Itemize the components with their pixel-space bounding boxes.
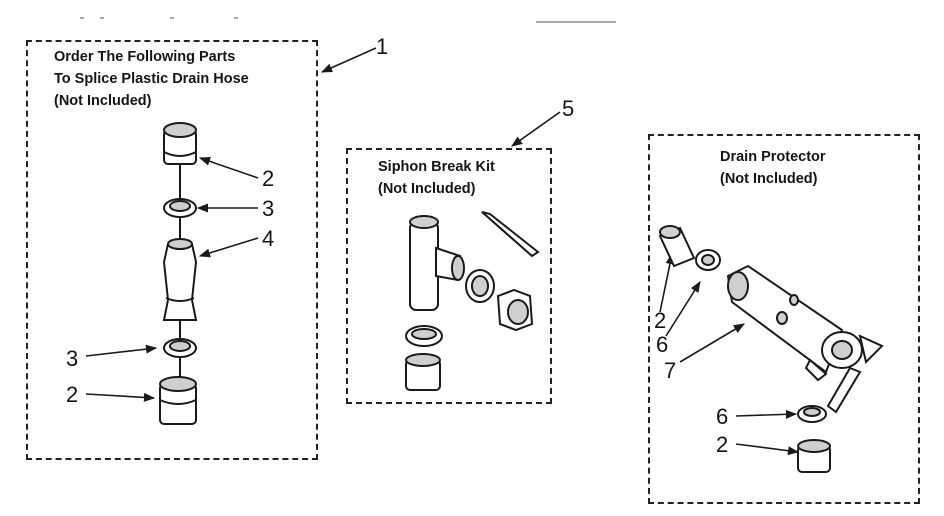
siphon-break-parts [405, 211, 540, 391]
splice-parts-title-line-2: To Splice Plastic Drain Hose [54, 71, 249, 87]
splice-parts-title-line-1: Order The Following Parts [54, 49, 236, 65]
drain-protector-title-line-1: Drain Protector [720, 149, 826, 165]
siphon-break-title-line-1: Siphon Break Kit [378, 159, 495, 175]
leader-3-bottom [85, 344, 158, 357]
leader-6-bottom [735, 409, 798, 419]
callout-3-top: 3 [262, 196, 275, 221]
drain-protector-panel [648, 134, 920, 504]
splice-parts-title-line-3: (Not Included) [54, 93, 152, 109]
callout-6-bottom: 6 [716, 404, 729, 429]
siphon-break-kit-panel [346, 148, 552, 404]
callout-2-top: 2 [262, 166, 275, 191]
ref-number-1: 1 [376, 34, 389, 59]
leader-ref-5 [511, 111, 561, 147]
callout-4: 4 [262, 226, 275, 251]
callout-3-bottom: 3 [66, 346, 79, 371]
callout-2-bottom: 2 [66, 382, 79, 407]
leader-ref-1 [320, 47, 377, 73]
ref-number-5: 5 [562, 96, 575, 121]
leader-7 [679, 323, 745, 363]
leader-6-left [665, 281, 701, 337]
leader-2-left [659, 252, 675, 313]
splice-parts-stack [159, 122, 198, 425]
leader-4 [198, 237, 259, 258]
splice-parts-panel [26, 40, 318, 460]
drain-protector-parts [658, 225, 884, 473]
leader-2-bottom [85, 392, 156, 402]
siphon-break-title-line-2: (Not Included) [378, 181, 476, 197]
callout-7: 7 [664, 358, 677, 383]
callout-2-left: 2 [654, 308, 667, 333]
scan-marks [80, 17, 616, 23]
leader-2-top [198, 157, 259, 179]
drain-protector-title-line-2: (Not Included) [720, 171, 818, 187]
callout-6-left: 6 [656, 332, 669, 357]
leader-2-bottom-right [735, 443, 800, 456]
callout-2-bottom-right: 2 [716, 432, 729, 457]
